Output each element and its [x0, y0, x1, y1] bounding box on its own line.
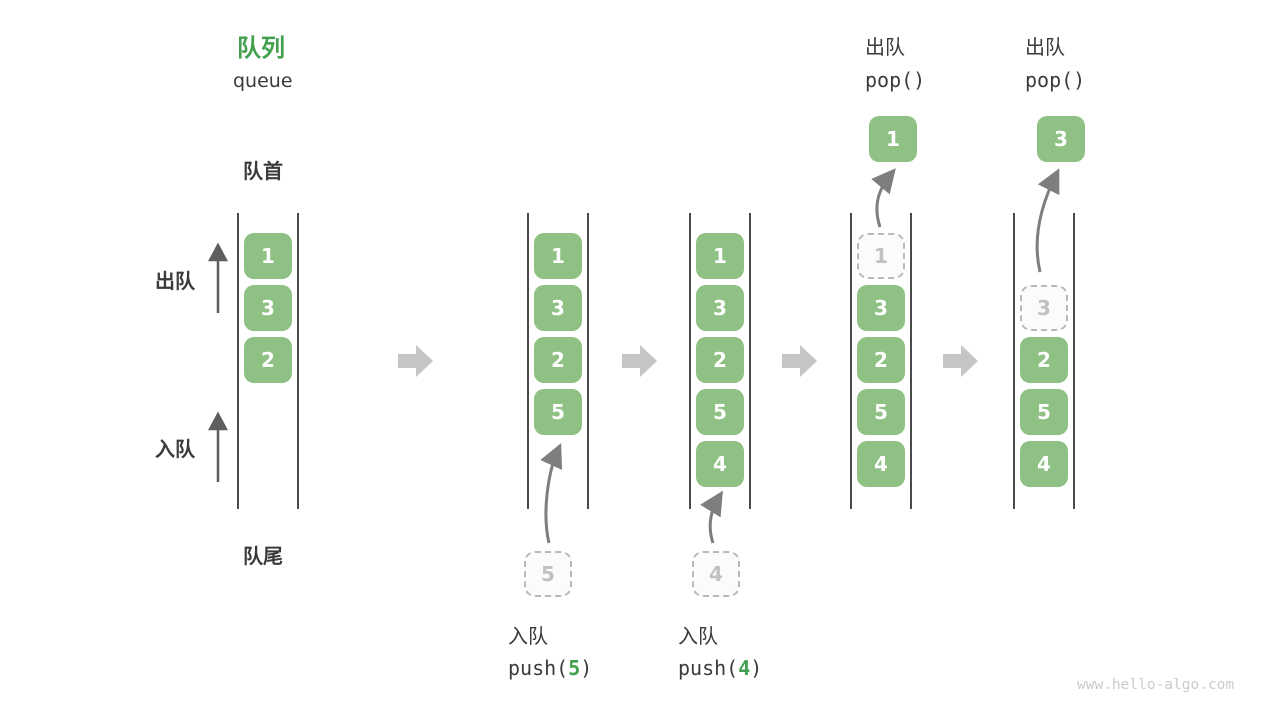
queue-channel	[527, 213, 589, 509]
queue-item: 5	[1020, 389, 1068, 435]
removed-slot: 3	[1020, 285, 1068, 331]
removed-slot: 1	[857, 233, 905, 279]
queue-channel	[237, 213, 299, 509]
queue-rear-label: 队尾	[243, 544, 283, 568]
queue-item: 1	[696, 233, 744, 279]
queue-item: 3	[534, 285, 582, 331]
pending-item: 4	[692, 551, 740, 597]
queue-item: 5	[534, 389, 582, 435]
dequeue-op-label: 出队	[1025, 35, 1065, 59]
code-prefix: push(	[678, 656, 739, 680]
diagram-title-zh: 队列	[237, 34, 285, 62]
pending-item: 5	[524, 551, 572, 597]
code-arg: 5	[568, 656, 581, 680]
queue-item: 4	[857, 441, 905, 487]
queue-item: 4	[1020, 441, 1068, 487]
queue-item: 2	[244, 337, 292, 383]
code-suffix: )	[580, 656, 593, 680]
queue-item: 2	[1020, 337, 1068, 383]
queue-item: 3	[857, 285, 905, 331]
dequeue-op-label: 出队	[865, 35, 905, 59]
queue-item: 2	[696, 337, 744, 383]
queue-item: 5	[857, 389, 905, 435]
queue-channel	[1013, 213, 1075, 509]
popped-item: 3	[1037, 116, 1085, 162]
queue-item: 4	[696, 441, 744, 487]
push-code-label: push(4)	[678, 656, 762, 680]
queue-channel	[689, 213, 751, 509]
popped-item: 1	[869, 116, 917, 162]
queue-front-label: 队首	[243, 159, 283, 183]
enqueue-op-label: 入队	[678, 624, 718, 648]
dequeue-side-label: 出队	[155, 269, 195, 293]
queue-item: 2	[534, 337, 582, 383]
code-arg: 4	[738, 656, 751, 680]
queue-channel	[850, 213, 912, 509]
queue-item: 1	[244, 233, 292, 279]
diagram-title-en: queue	[233, 70, 293, 92]
pop-code-label: pop()	[865, 68, 926, 92]
queue-item: 2	[857, 337, 905, 383]
code-suffix: )	[750, 656, 763, 680]
enqueue-op-label: 入队	[508, 624, 548, 648]
queue-item: 3	[696, 285, 744, 331]
pop-code-label: pop()	[1025, 68, 1086, 92]
queue-item: 1	[534, 233, 582, 279]
site-watermark: www.hello-algo.com	[1077, 677, 1235, 693]
queue-item: 3	[244, 285, 292, 331]
code-prefix: push(	[508, 656, 569, 680]
push-code-label: push(5)	[508, 656, 592, 680]
queue-item: 5	[696, 389, 744, 435]
enqueue-side-label: 入队	[155, 437, 195, 461]
